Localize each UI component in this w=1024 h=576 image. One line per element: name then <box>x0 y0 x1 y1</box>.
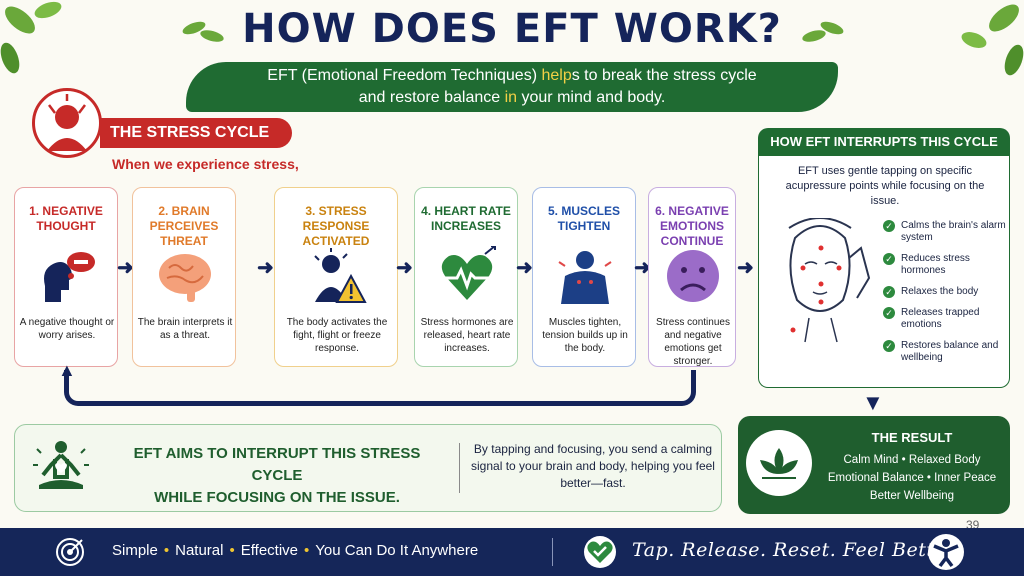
step-negative-emotions-continue: 6. NEGATIVE EMOTIONS CONTINUE Stress con… <box>648 187 736 367</box>
brain-icon <box>159 254 211 302</box>
step-description: Muscles tighten, tension builds up in th… <box>542 317 628 354</box>
step-negative-thought: 1. NEGATIVE THOUGHT A negative thought o… <box>14 187 118 367</box>
arrow-right-icon: ➜ <box>396 257 413 279</box>
step-brain-perceives-threat: 2. BRAIN PERCEIVES THREAT The brain inte… <box>132 187 236 367</box>
stress-cycle-subheading: When we experience stress, <box>112 156 299 172</box>
step-description: Stress continues and negative emotions g… <box>656 317 730 367</box>
stressed-person-icon <box>32 88 102 158</box>
step-muscles-tighten: 5. MUSCLES TIGHTEN Muscles tighten, tens… <box>532 187 636 367</box>
step-title: 4. HEART RATE INCREASES <box>421 204 511 233</box>
person-icon <box>928 534 964 570</box>
tapping-face-icon <box>788 218 871 343</box>
step-title: 2. BRAIN PERCEIVES THREAT <box>149 204 219 248</box>
step-description: The brain interprets it as a threat. <box>137 317 233 341</box>
footer-tagline: Tap. Release. Reset. Feel Better. <box>632 539 961 561</box>
cycle-loop-line <box>64 370 696 406</box>
leaf-decoration-icon <box>961 4 1024 76</box>
meditation-icon <box>33 441 89 489</box>
step-heart-rate-increases: 4. HEART RATE INCREASES Stress hormones … <box>414 187 518 367</box>
benefit-item: ✓Calms the brain's alarm system <box>883 220 1007 244</box>
aim-panel: EFT AIMS TO INTERRUPT THIS STRESS CYCLE … <box>14 424 722 512</box>
arrow-up-icon: ▲ <box>58 360 76 380</box>
result-panel: THE RESULT Calm Mind • Relaxed Body Emot… <box>738 416 1010 514</box>
check-icon: ✓ <box>883 340 895 352</box>
person-warning-icon <box>314 248 367 303</box>
arrow-right-icon: ➜ <box>737 257 754 279</box>
benefit-item: ✓Restores balance and wellbeing <box>883 340 1007 364</box>
banner-line-2: and restore balance in your mind and bod… <box>358 89 666 106</box>
result-line: Calm Mind • Relaxed Body <box>843 454 981 466</box>
check-icon: ✓ <box>883 307 895 319</box>
stress-cycle-heading: THE STRESS CYCLE <box>100 118 292 148</box>
interrupt-panel: EFT uses gentle tapping on specific acup… <box>758 156 1010 388</box>
intro-banner: EFT (Emotional Freedom Techniques) helps… <box>186 62 838 112</box>
heart-check-icon <box>584 536 616 568</box>
sad-face-icon <box>667 250 719 302</box>
step-description: The body activates the fight, flight or … <box>286 317 388 354</box>
heart-rate-icon <box>441 246 496 300</box>
aim-title: EFT AIMS TO INTERRUPT THIS STRESS CYCLE … <box>133 445 421 506</box>
arrow-down-icon: ▼ <box>862 390 884 415</box>
head-negative-thought-icon <box>44 252 95 302</box>
result-line: Better Wellbeing <box>869 490 955 502</box>
benefit-item: ✓Reduces stress hormones <box>883 253 1007 277</box>
result-line: Emotional Balance • Inner Peace <box>827 472 997 484</box>
page-title: HOW DOES EFT WORK? <box>242 6 782 52</box>
step-title: 6. NEGATIVE EMOTIONS CONTINUE <box>655 204 729 248</box>
lotus-icon <box>746 430 812 496</box>
step-title: 3. STRESS RESPONSE ACTIVATED <box>302 204 370 248</box>
arrow-right-icon: ➜ <box>117 257 134 279</box>
arrow-right-icon: ➜ <box>516 257 533 279</box>
check-icon: ✓ <box>883 253 895 265</box>
result-heading: THE RESULT <box>871 430 953 445</box>
leaf-decoration-icon <box>182 21 224 42</box>
step-title: 5. MUSCLES TIGHTEN <box>547 204 620 233</box>
benefit-item: ✓Releases trapped emotions <box>883 307 1007 331</box>
interrupt-intro: EFT uses gentle tapping on specific acup… <box>785 165 985 207</box>
divider <box>552 538 553 566</box>
step-title: 1. NEGATIVE THOUGHT <box>29 204 103 233</box>
arrow-right-icon: ➜ <box>634 257 651 279</box>
benefits-list: ✓Calms the brain's alarm system ✓Reduces… <box>883 220 1007 373</box>
arrow-right-icon: ➜ <box>257 257 274 279</box>
leaf-decoration-icon <box>0 1 62 74</box>
aim-text: By tapping and focusing, you send a calm… <box>471 442 715 490</box>
check-icon: ✓ <box>883 220 895 232</box>
banner-line-1: EFT (Emotional Freedom Techniques) helps… <box>267 67 757 84</box>
leaf-decoration-icon <box>802 21 844 42</box>
divider <box>459 443 460 493</box>
target-icon <box>56 538 84 566</box>
footer-bar: Simple•Natural•Effective•You Can Do It A… <box>0 528 1024 576</box>
tense-muscles-icon <box>558 251 612 304</box>
step-description: A negative thought or worry arises. <box>19 317 115 341</box>
interrupt-heading: HOW EFT INTERRUPTS THIS CYCLE <box>758 128 1010 156</box>
benefit-item: ✓Relaxes the body <box>883 286 1007 298</box>
step-description: Stress hormones are released, heart rate… <box>420 317 514 354</box>
footer-tags: Simple•Natural•Effective•You Can Do It A… <box>112 542 479 559</box>
check-icon: ✓ <box>883 286 895 298</box>
step-stress-response-activated: 3. STRESS RESPONSE ACTIVATED The body ac… <box>274 187 398 367</box>
